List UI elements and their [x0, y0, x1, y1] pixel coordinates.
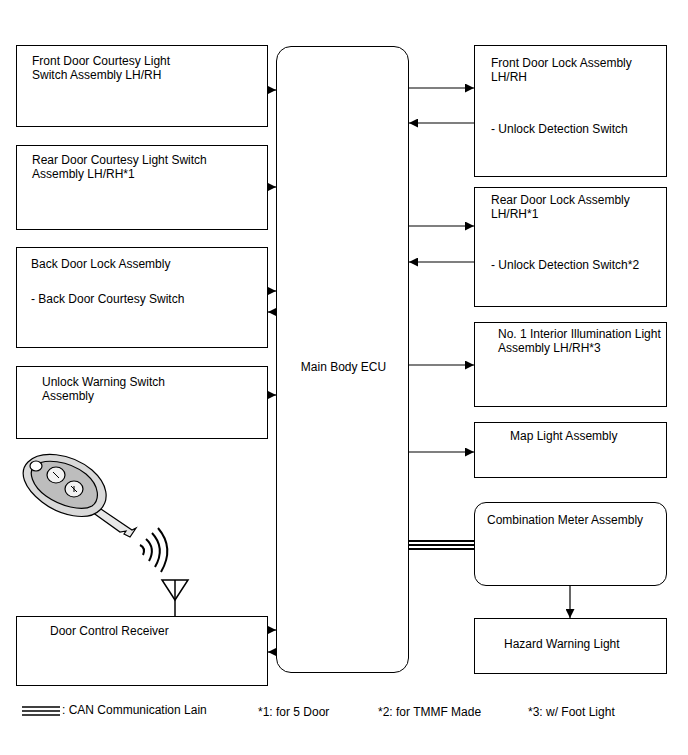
connector-path — [409, 364, 474, 365]
box-title: Unlock Warning Switch Assembly — [42, 375, 202, 403]
signal-arrow — [409, 123, 474, 124]
box-title: Front Door Courtesy Light Switch Assembl… — [32, 54, 207, 82]
connector-path — [409, 225, 474, 226]
connector-path — [409, 451, 474, 452]
connector-path — [409, 540, 474, 542]
box-subtext: - Unlock Detection Switch*2 — [491, 258, 661, 272]
lock-box: Rear Door Lock Assembly LH/RH*1 - Unlock … — [474, 187, 667, 307]
light-box: Map Light Assembly — [474, 422, 667, 478]
signal-arrow — [409, 226, 474, 227]
box-subtext: - Unlock Detection Switch — [491, 122, 661, 136]
can-bus-line — [409, 541, 474, 549]
connector-path — [268, 629, 276, 630]
connector-path — [268, 394, 276, 395]
connector-path — [409, 122, 474, 123]
signal-arrow — [268, 291, 276, 292]
connector-path — [409, 548, 474, 550]
box-title: Map Light Assembly — [510, 429, 660, 443]
light-box: Hazard Warning Light — [474, 618, 667, 674]
lock-box: Back Door Lock Assembly - Back Door Court… — [16, 247, 268, 348]
connector-path — [409, 87, 474, 88]
switch-box: Unlock Warning Switch Assembly — [16, 366, 268, 439]
signal-arrow — [268, 187, 276, 188]
lock-box: Front Door Lock Assembly LH/RH - Unlock D… — [474, 45, 667, 177]
footnote: *2: for TMMF Made — [378, 705, 481, 719]
connector-path — [268, 290, 276, 291]
signal-arrow — [268, 90, 276, 91]
switch-box: Rear Door Courtesy Light Switch Assembly… — [16, 145, 268, 230]
signal-arrow — [409, 88, 474, 89]
footnote: *3: w/ Foot Light — [528, 705, 615, 719]
light-box: No. 1 Interior Illumination Light Assemb… — [474, 322, 667, 407]
signal-arrow — [409, 452, 474, 453]
box-title: Door Control Receiver — [50, 624, 250, 638]
box-title: Front Door Lock Assembly LH/RH — [491, 56, 649, 84]
signal-arrow — [409, 365, 474, 366]
connector-path — [268, 651, 276, 652]
signal-arrow — [268, 312, 276, 313]
box-title: Main Body ECU — [277, 360, 410, 374]
box-subtext: - Back Door Courtesy Switch — [31, 292, 251, 306]
connector-path — [569, 586, 570, 618]
box-title: Combination Meter Assembly — [487, 513, 662, 527]
box-title: No. 1 Interior Illumination Light Assemb… — [498, 327, 663, 355]
legend-text: : CAN Communication Lain — [62, 703, 207, 717]
key-fob — [23, 454, 136, 537]
ecu-box: Main Body ECU — [276, 46, 409, 673]
connector-path — [268, 311, 276, 312]
antenna — [162, 580, 188, 616]
connector-path — [268, 89, 276, 90]
box-title: Rear Door Lock Assembly LH/RH*1 — [491, 193, 649, 221]
receiver-box: Door Control Receiver — [16, 616, 268, 686]
connector-path — [268, 186, 276, 187]
footnote: *1: for 5 Door — [258, 705, 329, 719]
switch-box: Front Door Courtesy Light Switch Assembl… — [16, 45, 268, 127]
can-line-sample — [22, 707, 60, 715]
signal-arrow — [570, 586, 571, 618]
signal-arrow — [409, 262, 474, 263]
box-title: Back Door Lock Assembly — [31, 257, 251, 271]
radio-waves — [140, 528, 167, 572]
box-title: Rear Door Courtesy Light Switch Assembly… — [32, 153, 207, 181]
signal-arrow — [268, 652, 276, 653]
box-title: Hazard Warning Light — [504, 637, 664, 651]
meter-box: Combination Meter Assembly — [474, 502, 667, 586]
connector-path — [409, 544, 474, 546]
connector-path — [409, 261, 474, 262]
signal-arrow — [268, 630, 276, 631]
signal-arrow — [268, 395, 276, 396]
